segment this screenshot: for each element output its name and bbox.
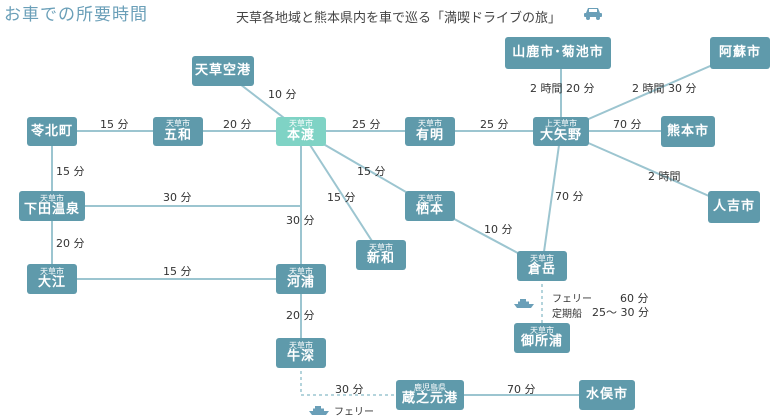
node-kumamoto-name: 熊本市 [666, 123, 709, 139]
node-ushibuka: 天草市 牛深 [276, 338, 326, 368]
node-ushibuka-name: 牛深 [286, 349, 315, 365]
time-oyano-kuradake: 70 分 [555, 190, 584, 203]
node-goshoura-prefix: 天草市 [530, 325, 554, 335]
car-icon [583, 5, 603, 24]
time-goryo-hondo: 20 分 [223, 118, 252, 131]
node-yamaga-kikuchi: 山鹿市･菊池市 [505, 37, 611, 69]
node-goryo-prefix: 天草市 [166, 119, 190, 129]
time-tomotomo-kuradake: 10 分 [484, 223, 513, 236]
time-ushibuka-kuranomoto: 30 分 [335, 383, 364, 396]
node-ariake: 天草市 有明 [405, 117, 455, 146]
time-hondo-shinwa: 15 分 [327, 191, 356, 204]
ship-icon [513, 294, 535, 313]
goshoura-ferry-time: 60 分 [620, 292, 649, 305]
node-oe: 天草市 大江 [27, 264, 77, 294]
ushibuka-ferry-label: フェリー [334, 407, 374, 418]
node-tomotomo: 天草市 栖本 [405, 191, 455, 221]
node-goshoura: 天草市 御所浦 [514, 323, 570, 353]
node-amakusa-airport-name: 天草空港 [194, 63, 251, 79]
node-kumamoto: 熊本市 [661, 116, 715, 147]
node-reihoku-name: 苓北町 [30, 123, 73, 139]
node-goryo-name: 五和 [163, 127, 192, 143]
node-kuranomoto: 鹿児島県 蔵之元港 [396, 380, 464, 410]
route-hondo-shinwa [300, 130, 382, 256]
node-kuradake-name: 倉岳 [527, 262, 556, 278]
time-reihoku-goryo: 15 分 [100, 118, 129, 131]
time-kawaura-ushibuka: 20 分 [286, 309, 315, 322]
time-oyano-kumamoto: 70 分 [613, 118, 642, 131]
node-shinwa-prefix: 天草市 [369, 242, 393, 252]
time-reihoku-shimoda: 15 分 [56, 165, 85, 178]
time-oe-kawaura: 15 分 [163, 265, 192, 278]
time-kuranomoto-minamata: 70 分 [507, 383, 536, 396]
node-kawaura: 天草市 河浦 [276, 264, 326, 294]
time-oyano-hitoyoshi: 2 時間 [648, 170, 681, 183]
node-tomotomo-prefix: 天草市 [418, 193, 442, 203]
node-ariake-prefix: 天草市 [418, 119, 442, 129]
node-reihoku: 苓北町 [27, 117, 77, 146]
node-hondo-prefix: 天草市 [289, 119, 313, 129]
node-shimoda-onsen-name: 下田温泉 [23, 202, 80, 218]
node-hondo: 天草市 本渡 [276, 117, 326, 146]
node-kuradake: 天草市 倉岳 [517, 251, 567, 281]
time-oyano-yamaga: 2 時間 20 分 [530, 82, 595, 95]
node-aso: 阿蘇市 [710, 37, 770, 69]
node-shimoda-onsen-prefix: 天草市 [40, 193, 64, 203]
node-hitoyoshi-name: 人吉市 [712, 199, 755, 215]
time-oyano-aso: 2 時間 30 分 [632, 82, 697, 95]
node-goryo: 天草市 五和 [153, 117, 203, 146]
goshoura-ferry-label: フェリー [552, 294, 592, 305]
node-kuranomoto-name: 蔵之元港 [401, 391, 458, 407]
node-shinwa: 天草市 新和 [356, 240, 406, 270]
page-title: お車での所要時間 [4, 5, 148, 25]
node-oe-prefix: 天草市 [40, 266, 64, 276]
route-oyano-hitoyoshi [560, 130, 735, 208]
time-hondo-ariake: 25 分 [352, 118, 381, 131]
node-kuranomoto-prefix: 鹿児島県 [414, 382, 446, 392]
node-goshoura-name: 御所浦 [520, 334, 563, 350]
time-airport-hondo: 10 分 [268, 88, 297, 101]
node-minamata: 水俣市 [579, 380, 635, 410]
route-oyano-kuradake [541, 130, 562, 267]
time-shimoda-hondo: 30 分 [163, 191, 192, 204]
node-amakusa-airport: 天草空港 [192, 56, 254, 86]
node-kawaura-prefix: 天草市 [289, 266, 313, 276]
node-oyano-name: 大矢野 [539, 127, 582, 143]
node-ushibuka-prefix: 天草市 [289, 340, 313, 350]
node-yamaga-kikuchi-name: 山鹿市･菊池市 [512, 45, 604, 61]
time-hondo-kawaura: 30 分 [286, 214, 315, 227]
node-tomotomo-name: 栖本 [415, 202, 444, 218]
time-shimoda-oe: 20 分 [56, 237, 85, 250]
goshoura-regular-label: 定期船 [552, 309, 582, 320]
node-hitoyoshi: 人吉市 [708, 191, 760, 223]
node-ariake-name: 有明 [415, 127, 444, 143]
node-kuradake-prefix: 天草市 [530, 253, 554, 263]
time-ariake-oyano: 25 分 [480, 118, 509, 131]
node-hondo-name: 本渡 [286, 127, 315, 143]
node-oe-name: 大江 [37, 275, 66, 291]
node-shimoda-onsen: 天草市 下田温泉 [19, 191, 85, 221]
node-shinwa-name: 新和 [366, 251, 395, 267]
node-minamata-name: 水俣市 [585, 387, 628, 403]
node-aso-name: 阿蘇市 [718, 45, 761, 61]
ship-icon [308, 401, 330, 420]
node-oyano: 上天草市 大矢野 [533, 117, 589, 146]
time-hondo-tomotomo: 15 分 [357, 165, 386, 178]
node-kawaura-name: 河浦 [286, 275, 315, 291]
goshoura-regular-time: 25～ 30 分 [592, 306, 649, 319]
page-subtitle: 天草各地域と熊本県内を車で巡る「満喫ドライブの旅」 [236, 11, 562, 26]
node-oyano-prefix: 上天草市 [545, 119, 577, 129]
